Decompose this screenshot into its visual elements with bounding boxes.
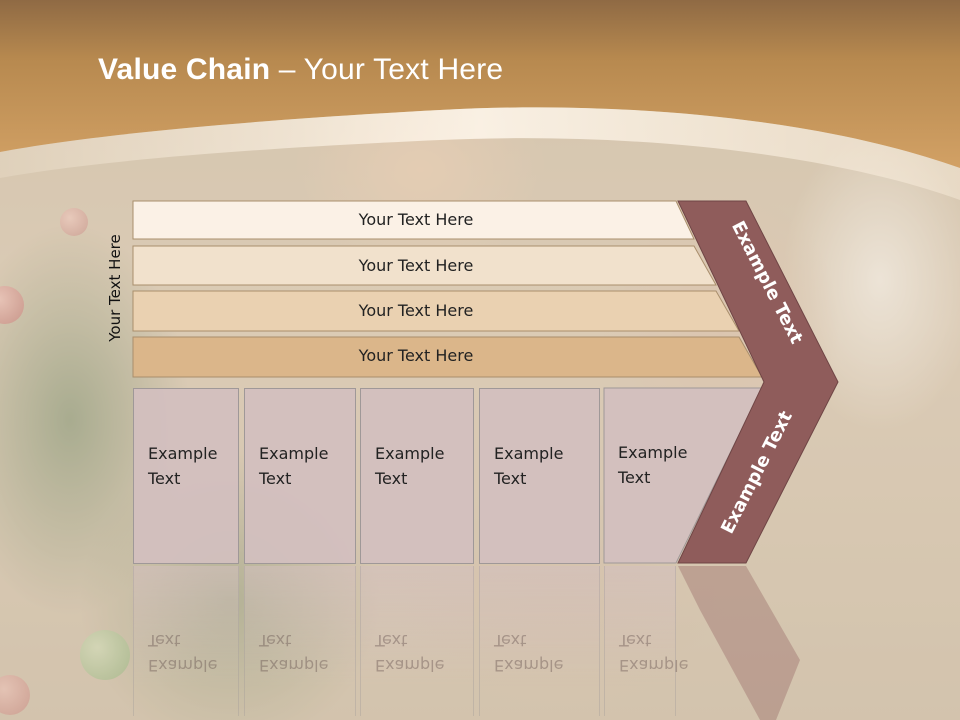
box-3-line1: Example	[375, 444, 445, 463]
title-bold: Value Chain	[98, 53, 271, 86]
bar-1-label: Your Text Here	[358, 210, 474, 229]
example-box-4: Example Text	[479, 388, 600, 564]
bar-shape-3	[132, 290, 740, 332]
bar-4-label: Your Text Here	[358, 346, 474, 365]
example-box-1: Example Text	[133, 388, 239, 564]
box-2-line1: Example	[259, 444, 329, 463]
box-5-line2: Text	[618, 468, 651, 487]
ornament-green	[80, 630, 130, 680]
example-box-2: Example Text	[244, 388, 356, 564]
bar-shape-1	[132, 200, 695, 240]
box-4-line2: Text	[494, 469, 527, 488]
box-1-line1: Example	[148, 444, 218, 463]
slide-title: Value Chain – Your Text Here	[98, 53, 503, 87]
ornament-red-2	[60, 208, 88, 236]
chevron-reflection	[678, 566, 800, 720]
chevron-shape	[677, 200, 839, 564]
box-3-line2: Text	[375, 469, 408, 488]
bar-2-label: Your Text Here	[358, 256, 474, 275]
box-1-line2: Text	[148, 469, 181, 488]
box-shape-5	[603, 387, 763, 564]
box-4-line1: Example	[494, 444, 564, 463]
bar-shape-2	[132, 245, 717, 286]
title-rest: – Your Text Here	[270, 53, 504, 86]
bar-3-label: Your Text Here	[358, 301, 474, 320]
example-box-3: Example Text	[360, 388, 474, 564]
example-box-5: Example Text	[604, 388, 714, 564]
box-5-line1: Example	[618, 443, 688, 462]
box-2-line2: Text	[259, 469, 292, 488]
